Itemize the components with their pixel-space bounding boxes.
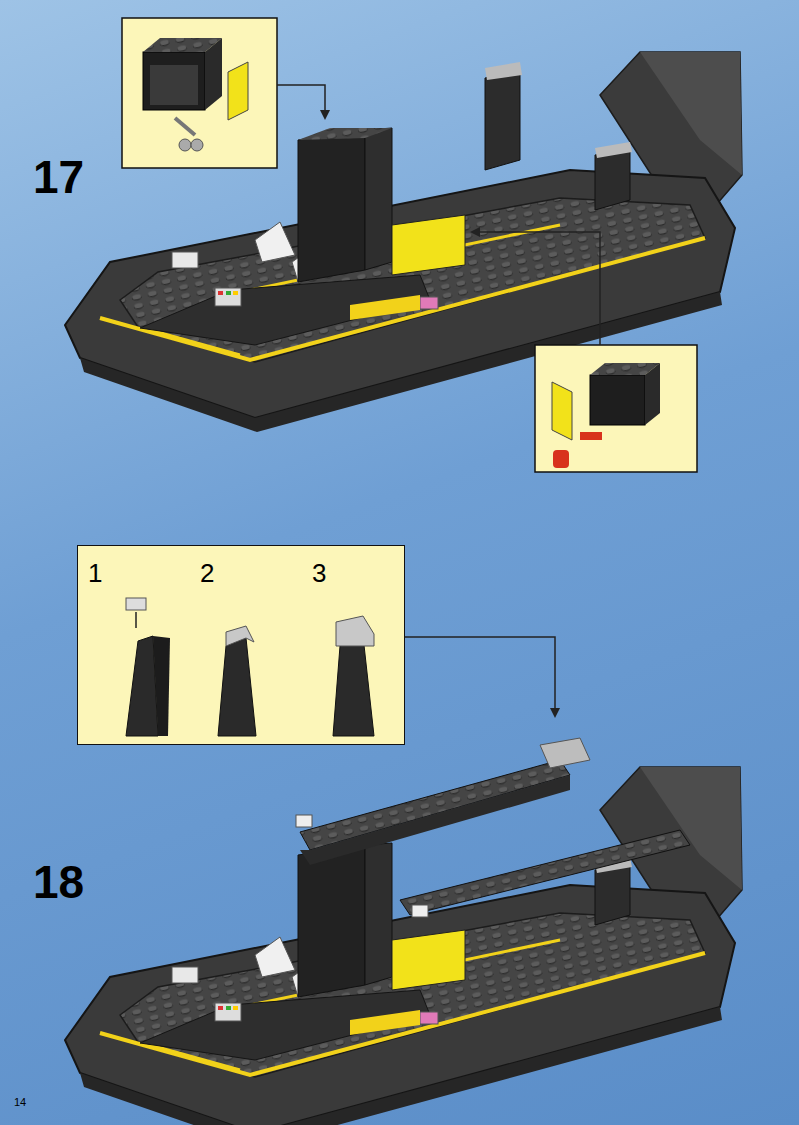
page-number: 14 (14, 1096, 26, 1108)
instruction-inset: 1 2 3 (77, 545, 405, 745)
sub-step-number: 2 (200, 558, 214, 589)
sub-step-number: 3 (312, 558, 326, 589)
sub-step-number: 1 (88, 558, 102, 589)
step-number: 18 (33, 855, 84, 909)
step-number: 17 (33, 150, 84, 204)
brick-illustration (78, 546, 406, 746)
